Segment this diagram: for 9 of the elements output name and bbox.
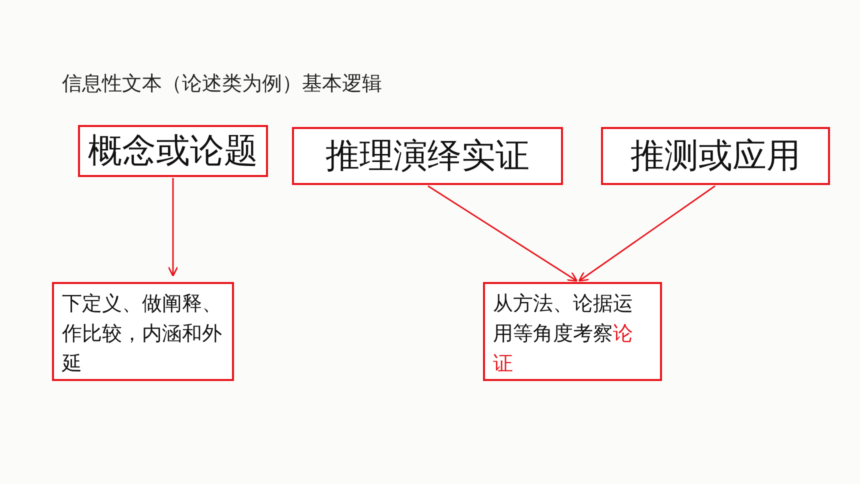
reasoning-box: 推理演绎实证: [292, 127, 563, 185]
arrow: [168, 178, 178, 277]
arrow: [578, 185, 716, 282]
title: 信息性文本（论述类为例）基本逻辑: [62, 70, 382, 97]
arrow: [428, 185, 578, 282]
note-box: 下定义、做阐释、作比较，内涵和外延: [52, 282, 234, 381]
application-box: 推测或应用: [601, 127, 830, 185]
concept-box: 概念或论题: [78, 125, 268, 177]
note-box: 从方法、论据运用等角度考察论证: [483, 282, 662, 381]
